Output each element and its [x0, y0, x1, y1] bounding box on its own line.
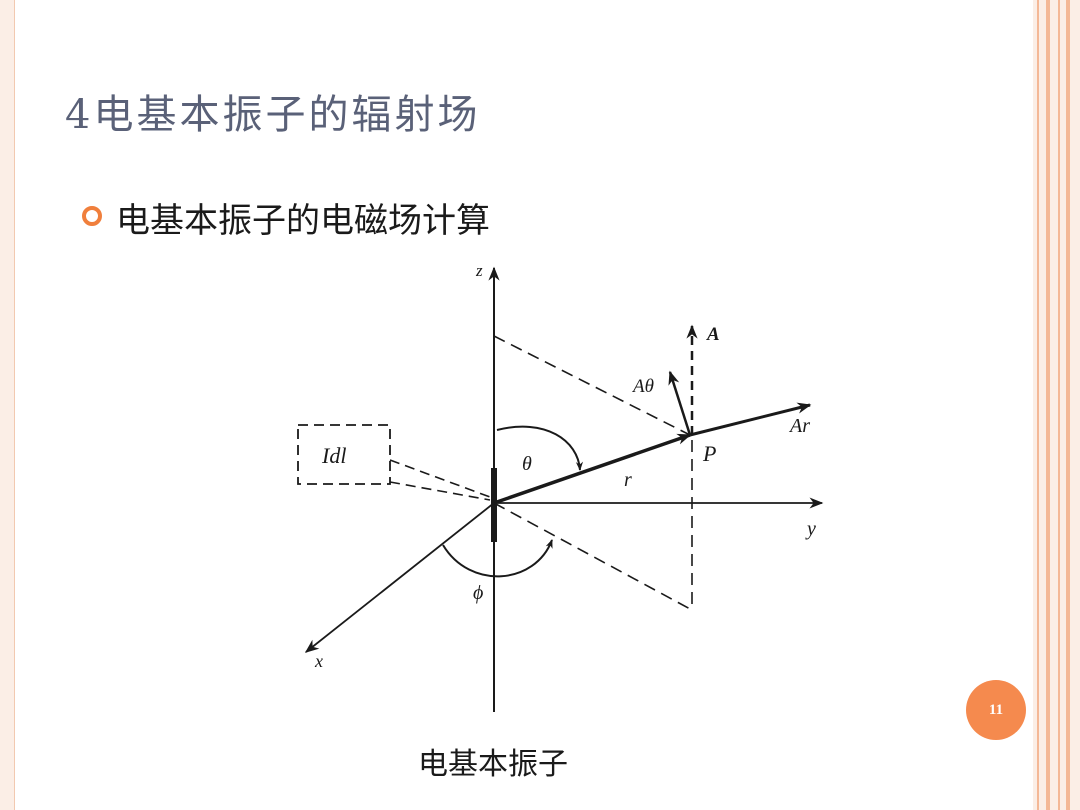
- dashed-line: [493, 502, 693, 611]
- x-label: x: [314, 651, 323, 671]
- ar-label: Ar: [788, 415, 810, 437]
- figure-caption: 电基本振子: [418, 747, 568, 782]
- p-label: P: [702, 441, 716, 466]
- page-number-badge: 11: [966, 680, 1026, 740]
- theta-arc: [496, 425, 584, 471]
- bullet-text: 电基本振子的电磁场计算: [116, 201, 490, 241]
- right-decor-band: [1033, 0, 1080, 810]
- bullet-ring-icon: [82, 206, 102, 226]
- r-vector: [493, 433, 692, 505]
- slide-title: 4电基本振子的辐射场: [65, 92, 481, 138]
- phi-label: ϕ: [473, 582, 483, 604]
- a-label: A: [706, 324, 720, 345]
- z-label: z: [475, 261, 483, 280]
- atheta-vector: [668, 370, 692, 436]
- decor-stripe: [1066, 0, 1070, 810]
- y-label: y: [805, 518, 816, 540]
- idl-box: [297, 424, 391, 485]
- decor-stripe: [1058, 0, 1060, 810]
- x-axis: [304, 502, 495, 653]
- decor-stripe: [1046, 0, 1050, 810]
- theta-label: θ: [522, 453, 532, 475]
- decor-stripe: [1037, 0, 1039, 810]
- ar-vector: [689, 402, 812, 437]
- dashed-line: [493, 335, 691, 436]
- idl-pointer: [389, 481, 491, 501]
- r-label: r: [624, 469, 632, 491]
- atheta-label: Aθ: [631, 376, 654, 397]
- phi-arc: [442, 539, 553, 578]
- idl-label: Idl: [321, 443, 346, 468]
- left-border: [0, 0, 15, 810]
- slide-canvas: [15, 0, 1033, 810]
- idl-pointer: [389, 459, 491, 498]
